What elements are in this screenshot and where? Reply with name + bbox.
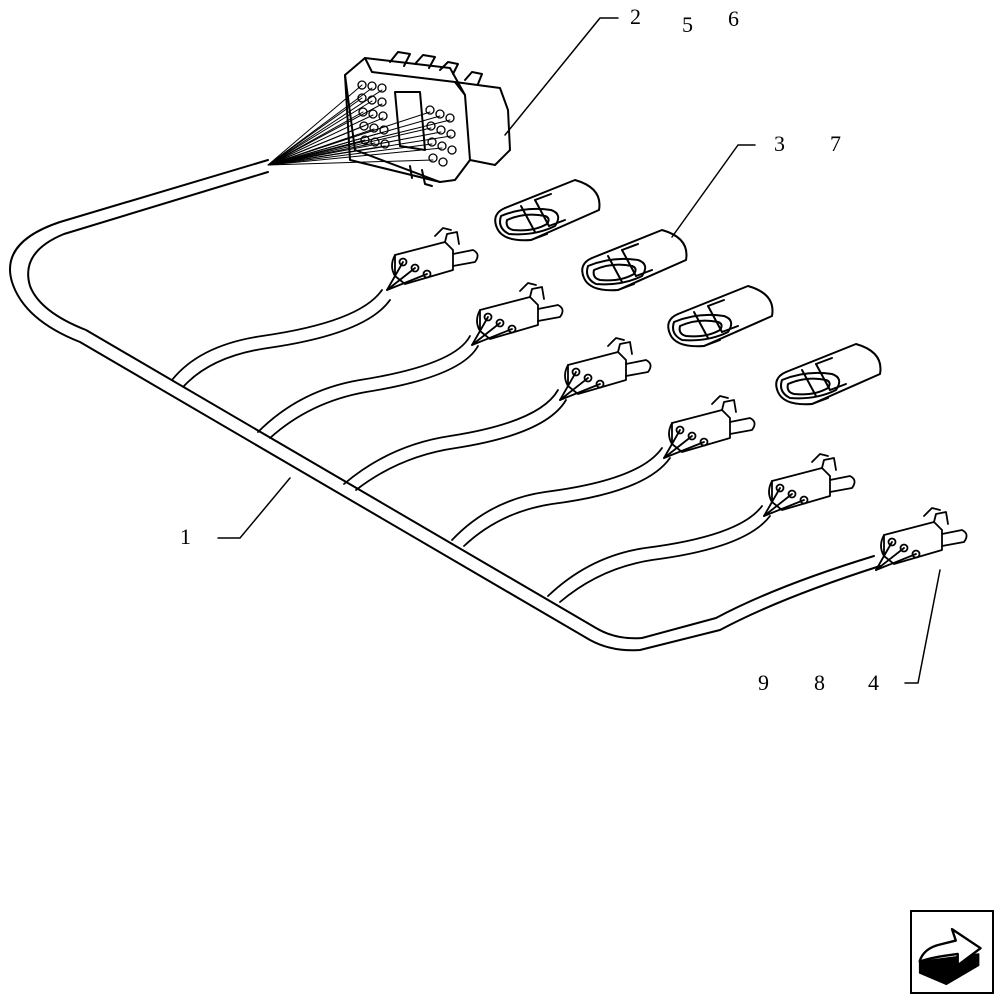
mating-plug — [667, 285, 774, 348]
mating-plug — [581, 229, 688, 292]
mating-plug — [775, 343, 882, 406]
next-page-button[interactable] — [910, 910, 994, 994]
leader-lines — [217, 17, 941, 684]
small-connector — [471, 282, 564, 346]
small-connectors — [386, 227, 968, 571]
leader-line-3 — [671, 144, 756, 238]
main-connector — [344, 51, 511, 187]
callout-2: 2 — [630, 4, 641, 29]
leader-line-1 — [217, 477, 291, 539]
callout-8: 8 — [814, 670, 825, 695]
mating-plugs — [494, 179, 882, 406]
leader-line-4 — [904, 569, 941, 684]
callout-9: 9 — [758, 670, 769, 695]
connector-wire-fan — [267, 84, 452, 166]
callout-4: 4 — [868, 670, 879, 695]
small-connector — [559, 337, 652, 401]
small-connector — [663, 395, 756, 459]
small-connector — [386, 227, 479, 291]
branch-cables — [171, 289, 771, 603]
mating-plug — [494, 179, 601, 242]
small-connector — [763, 453, 856, 517]
next-page-arrow-icon — [918, 927, 982, 986]
callout-1: 1 — [180, 524, 191, 549]
callout-6: 6 — [728, 6, 739, 31]
small-connector — [875, 507, 968, 571]
callout-7: 7 — [830, 131, 841, 156]
callout-3: 3 — [774, 131, 785, 156]
callout-5: 5 — [682, 12, 693, 37]
leader-line-2 — [504, 17, 619, 136]
harness-trunk — [9, 159, 881, 652]
